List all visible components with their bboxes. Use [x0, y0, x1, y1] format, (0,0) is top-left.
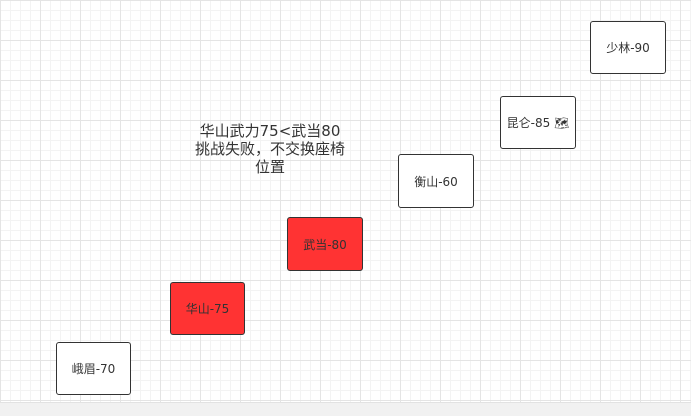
node-wudang-label: 武当-80: [303, 237, 347, 252]
note-line-2: 挑战失败，不交换座椅: [194, 140, 345, 158]
node-hengshan-label: 衡山-60: [414, 174, 458, 189]
node-kunlun-label: 昆仑-85 🗺: [506, 116, 570, 130]
bottom-scroll-bar[interactable]: [0, 402, 691, 416]
node-emei[interactable]: 峨眉-70: [56, 342, 131, 395]
node-shaolin-label: 少林-90: [606, 41, 650, 55]
note-line-3: 位置: [254, 158, 285, 176]
node-wudang[interactable]: 武当-80: [287, 217, 363, 271]
node-emei-label: 峨眉-70: [71, 362, 116, 376]
diagram-canvas: 华山武力75<武当80 挑战失败，不交换座椅 位置 峨眉-70 华山-75 武当…: [0, 0, 691, 402]
node-hengshan[interactable]: 衡山-60: [398, 154, 474, 208]
node-kunlun[interactable]: 昆仑-85 🗺: [500, 96, 576, 149]
node-huashan-label: 华山-75: [185, 302, 230, 316]
challenge-result-note: 华山武力75<武当80 挑战失败，不交换座椅 位置: [180, 122, 360, 176]
note-line-1: 华山武力75<武当80: [199, 122, 341, 140]
node-shaolin[interactable]: 少林-90: [590, 21, 666, 74]
node-huashan[interactable]: 华山-75: [170, 282, 245, 335]
